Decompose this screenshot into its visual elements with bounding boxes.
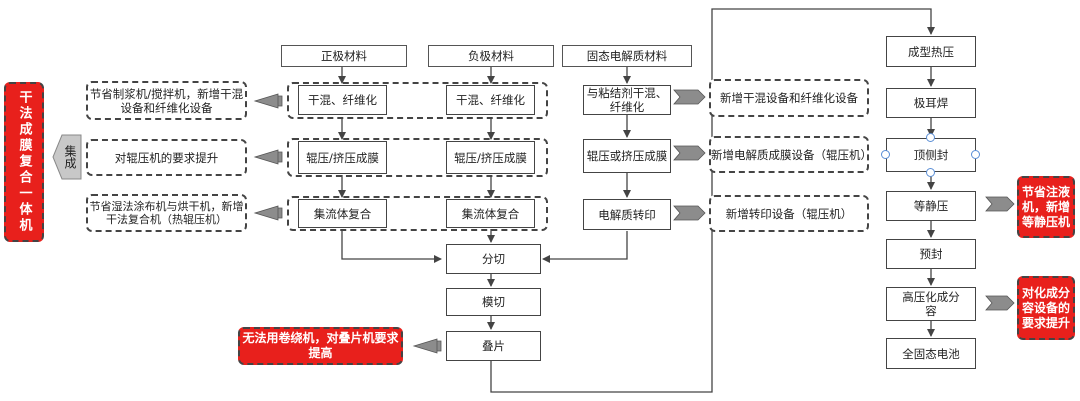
right-note-dry-mix: 新增干混设备和纤维化设备	[709, 79, 869, 117]
left-note-text: 节省制浆机/搅拌机，新增干混设备和纤维化设备	[89, 86, 244, 115]
left-note-text: 节省湿法涂布机与烘干机，新增干法复合机（热辊压机）	[89, 200, 244, 226]
negative-step-label: 辊压/挤压成膜	[454, 150, 527, 165]
dry-film-integrated-machine-label: 干法成膜复合一体机	[4, 82, 44, 242]
left-note-roller: 对辊压机的要求提升	[86, 139, 247, 176]
step-stacking: 叠片	[446, 331, 541, 361]
selection-handle-top[interactable]	[926, 133, 935, 142]
step-slitting: 分切	[446, 244, 541, 274]
left-note-composite: 节省湿法涂布机与烘干机，新增干法复合机（热辊压机）	[86, 194, 247, 232]
step-label: 模切	[482, 295, 505, 309]
selection-handle-bottom[interactable]	[926, 168, 935, 177]
negative-material-label: 负极材料	[468, 49, 514, 63]
negative-step-label: 集流体复合	[461, 206, 520, 221]
positive-step-label: 干混、纤维化	[308, 93, 377, 107]
electrolyte-step-dry-mix: 与粘结剂干混、纤维化	[583, 85, 671, 115]
positive-material-label: 正极材料	[321, 49, 367, 63]
right-note-film: 新增电解质成膜设备（辊压机）	[709, 136, 869, 173]
negative-step-dry-mix: 干混、纤维化	[446, 85, 535, 115]
electrolyte-step-transfer: 电解质转印	[583, 199, 671, 230]
right-note-transfer: 新增转印设备（辊压机）	[709, 195, 869, 232]
right-note-text: 新增转印设备（辊压机）	[725, 206, 853, 221]
step-top-side-sealing: 顶侧封	[886, 138, 976, 172]
step-pre-sealing: 预封	[886, 239, 976, 269]
step-label: 极耳焊	[913, 96, 949, 110]
step-label: 分切	[482, 252, 505, 266]
electrolyte-material-label: 固态电解质材料	[586, 49, 668, 63]
selection-handle-right[interactable]	[971, 150, 980, 159]
positive-step-label: 集流体复合	[313, 206, 372, 221]
integrate-label: 集成	[63, 145, 77, 169]
electrolyte-step-film: 辊压或挤压成膜	[583, 139, 671, 173]
stacking-machine-note: 无法用卷绕机，对叠片机要求提高	[238, 327, 403, 365]
electrolyte-step-label: 与粘结剂干混、纤维化	[586, 86, 668, 114]
step-tab-welding: 极耳焊	[886, 88, 976, 118]
step-label: 全固态电池	[902, 346, 960, 361]
step-label: 成型热压	[908, 44, 954, 59]
right-note-text: 新增干混设备和纤维化设备	[720, 91, 858, 105]
isostatic-machine-note: 节省注液机，新增等静压机	[1017, 176, 1075, 238]
formation-equipment-note: 对化成分容设备的要求提升	[1017, 276, 1075, 340]
positive-step-composite: 集流体复合	[298, 199, 387, 228]
step-label: 预封	[919, 247, 943, 261]
integrate-chevron-icon	[52, 134, 82, 180]
electrolyte-material-box: 固态电解质材料	[562, 45, 692, 67]
positive-step-label: 辊压/挤压成膜	[306, 150, 379, 165]
collector-composite-group-outline	[287, 196, 548, 231]
positive-step-dry-mix: 干混、纤维化	[298, 85, 387, 115]
negative-step-composite: 集流体复合	[446, 199, 535, 228]
dry-mix-group-outline	[287, 82, 548, 119]
film-forming-group-outline	[287, 138, 548, 177]
left-note-dry-mix: 节省制浆机/搅拌机，新增干混设备和纤维化设备	[86, 81, 247, 120]
selection-handle-left[interactable]	[881, 150, 890, 159]
positive-step-film: 辊压/挤压成膜	[298, 141, 387, 174]
step-label: 叠片	[482, 339, 505, 353]
step-hot-pressing: 成型热压	[886, 36, 976, 67]
step-isostatic-pressing: 等静压	[886, 191, 976, 221]
step-formation-grading: 高压化成分容	[886, 287, 976, 321]
positive-material-box: 正极材料	[281, 45, 407, 67]
step-label: 高压化成分容	[902, 290, 960, 318]
electrolyte-step-label: 电解质转印	[598, 207, 656, 222]
right-note-text: 新增电解质成膜设备（辊压机）	[711, 147, 869, 162]
negative-step-film: 辊压/挤压成膜	[446, 141, 535, 174]
step-die-cutting: 模切	[446, 288, 541, 316]
step-label: 顶侧封	[913, 148, 949, 162]
negative-step-label: 干混、纤维化	[456, 93, 525, 107]
step-all-solid-state-battery: 全固态电池	[886, 338, 976, 369]
left-note-text: 对辊压机的要求提升	[114, 150, 219, 165]
negative-material-box: 负极材料	[428, 45, 554, 67]
step-label: 等静压	[913, 199, 949, 213]
electrolyte-step-label: 辊压或挤压成膜	[586, 149, 668, 163]
